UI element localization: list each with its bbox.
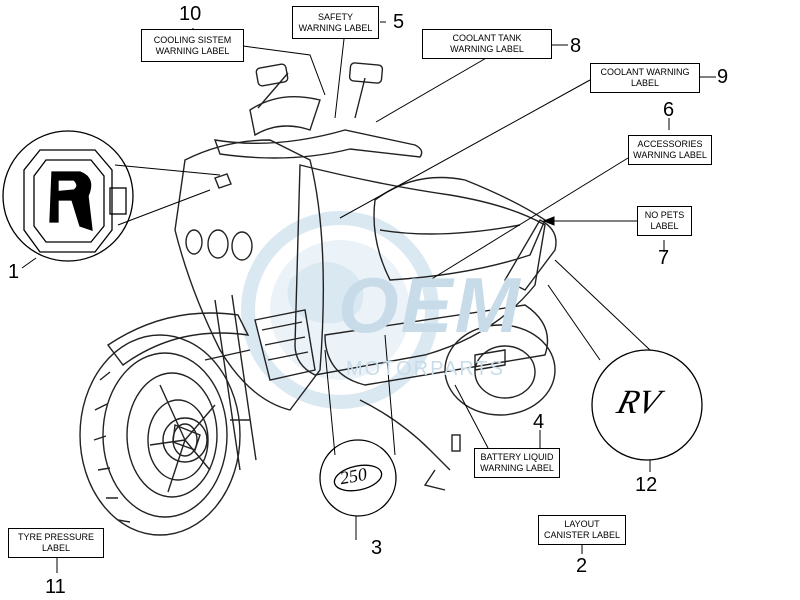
label-line: CANISTER LABEL xyxy=(543,530,621,540)
model-badge-circle xyxy=(319,439,397,517)
watermark-brand: OEM xyxy=(338,261,522,349)
rv-badge-circle xyxy=(591,349,703,461)
label-line: WARNING LABEL xyxy=(450,44,524,54)
label-line: TYRE PRESSURE xyxy=(17,532,95,542)
label-accessories-warning: ACCESSORIES WARNING LABEL xyxy=(628,135,712,165)
callout-number-5: 5 xyxy=(393,11,405,33)
label-line: WARNING LABEL xyxy=(155,45,230,56)
label-tyre-pressure: TYRE PRESSURE LABEL xyxy=(8,528,104,558)
label-cooling-system-warning: COOLING SISTEM WARNING LABEL xyxy=(141,29,244,62)
callout-number-10: 10 xyxy=(179,3,202,25)
callout-number-1: 1 xyxy=(8,261,20,283)
label-safety-warning: SAFETY WARNING LABEL xyxy=(292,6,379,39)
label-layout-canister: LAYOUT CANISTER LABEL xyxy=(538,515,626,545)
scooter-outline xyxy=(79,62,557,536)
label-coolant-tank-warning: COOLANT TANK WARNING LABEL xyxy=(422,29,552,59)
callout-number-8: 8 xyxy=(570,35,582,57)
callout-number-9: 9 xyxy=(717,66,729,88)
label-line: LAYOUT xyxy=(564,519,600,529)
label-line: LABEL xyxy=(650,221,679,231)
label-line: COOLANT WARNING xyxy=(600,67,690,77)
label-line: NO PETS xyxy=(644,210,685,220)
label-line: LABEL xyxy=(630,78,660,88)
callout-number-6: 6 xyxy=(663,99,675,121)
label-line: COOLANT TANK xyxy=(452,33,522,43)
label-line: LABEL xyxy=(41,543,71,553)
watermark-sub: MOTORPARTS xyxy=(346,358,505,380)
callout-number-2: 2 xyxy=(576,555,588,577)
label-line: WARNING LABEL xyxy=(480,463,554,473)
label-line: SAFETY xyxy=(317,11,353,22)
label-coolant-warning: COOLANT WARNING LABEL xyxy=(590,63,700,93)
label-battery-liquid-warning: BATTERY LIQUID WARNING LABEL xyxy=(474,448,560,478)
label-line: ACCESSORIES xyxy=(637,139,703,149)
callout-number-7: 7 xyxy=(658,247,670,269)
label-line: BATTERY LIQUID xyxy=(480,452,554,462)
callout-number-12: 12 xyxy=(635,474,658,496)
callout-number-11: 11 xyxy=(45,576,66,598)
callout-number-3: 3 xyxy=(371,537,383,559)
label-line: COOLING SISTEM xyxy=(153,34,232,45)
logo-badge-detail xyxy=(2,130,134,262)
callout-number-4: 4 xyxy=(533,411,545,433)
label-line: WARNING LABEL xyxy=(633,150,707,160)
leader-lines xyxy=(21,21,716,573)
label-line: WARNING LABEL xyxy=(298,22,373,33)
label-no-pets: NO PETS LABEL xyxy=(637,206,692,236)
